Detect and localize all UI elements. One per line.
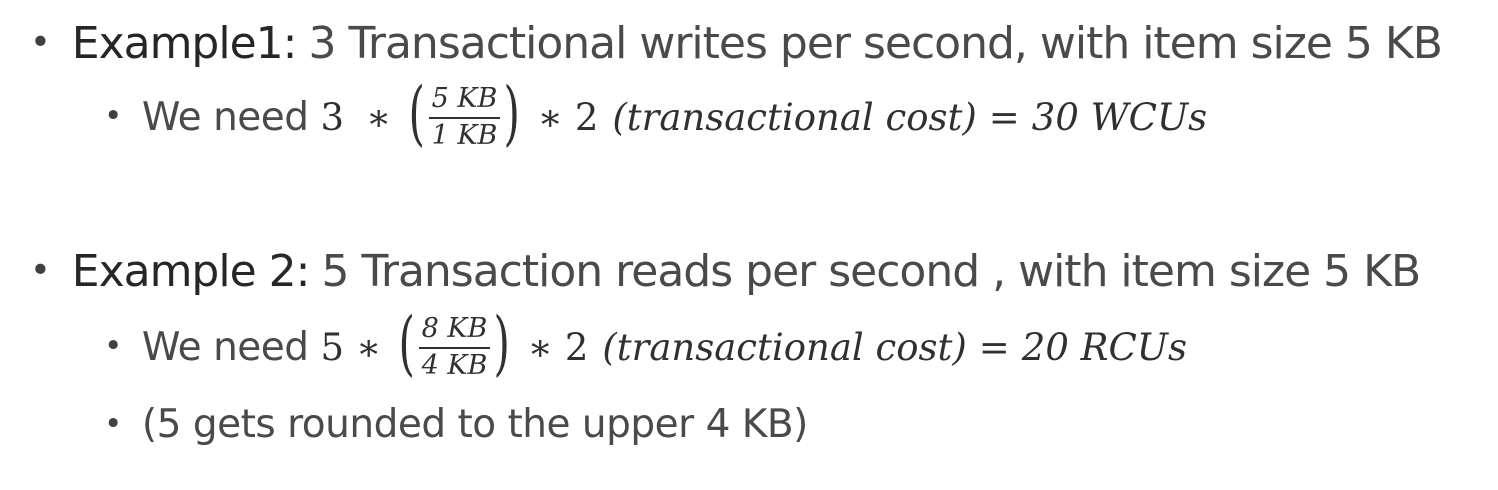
open-paren: ( (408, 72, 426, 154)
formula-prefix: We need (141, 324, 309, 370)
fraction-denominator: 1 KB (431, 119, 498, 151)
formula-factor: 2 (574, 95, 599, 139)
example1-formula-line: • We need 3 ∗ ( 5 KB 1 KB ) ∗ 2 (transac… (104, 78, 1208, 152)
formula-cost-label: (transactional cost) (612, 95, 977, 139)
fraction-denominator: 4 KB (421, 349, 488, 381)
formula-cost-label: (transactional cost) (602, 325, 967, 369)
fraction-numerator: 8 KB (418, 314, 491, 349)
formula-result: 30 WCUs (1031, 95, 1208, 139)
equals-operator: = (988, 95, 1020, 139)
multiply-operator: ∗ (527, 325, 553, 369)
bullet-icon: • (30, 250, 51, 291)
bullet-icon: • (30, 22, 51, 63)
formula-result: 20 RCUs (1021, 325, 1187, 369)
example2-formula-line: • We need 5 ∗ ( 8 KB 4 KB ) ∗ 2 (transac… (104, 308, 1187, 382)
example2-description: 5 Transaction reads per second , with it… (321, 246, 1421, 297)
bullet-icon: • (104, 328, 122, 364)
multiply-operator: ∗ (537, 95, 563, 139)
open-paren: ( (398, 302, 416, 384)
formula: 5 ∗ ( 8 KB 4 KB ) ∗ 2 (transactional cos… (320, 308, 1187, 382)
fraction-numerator: 5 KB (428, 84, 501, 119)
fraction: 8 KB 4 KB (418, 314, 491, 381)
example1-description: 3 Transactional writes per second, with … (308, 18, 1442, 69)
example2-label: Example 2: (71, 246, 311, 297)
bullet-icon: • (104, 405, 122, 442)
example2-line: • Example 2: 5 Transaction reads per sec… (30, 246, 1421, 297)
example1-line: • Example1: 3 Transactional writes per s… (30, 18, 1443, 69)
formula-prefix: We need (141, 94, 309, 140)
multiply-operator: ∗ (366, 95, 392, 139)
multiply-operator: ∗ (356, 325, 382, 369)
formula-factor: 2 (564, 325, 589, 369)
example1-label: Example1: (71, 18, 298, 69)
close-paren: ) (493, 302, 511, 384)
formula-count: 5 (320, 325, 345, 369)
example2-note-line: • (5 gets rounded to the upper 4 KB) (104, 402, 808, 447)
bullet-icon: • (104, 98, 122, 134)
close-paren: ) (503, 72, 521, 154)
fraction: 5 KB 1 KB (428, 84, 501, 151)
equals-operator: = (978, 325, 1010, 369)
example2-note: (5 gets rounded to the upper 4 KB) (141, 402, 808, 447)
formula-count: 3 (320, 95, 345, 139)
formula: 3 ∗ ( 5 KB 1 KB ) ∗ 2 (transactional cos… (320, 78, 1208, 152)
